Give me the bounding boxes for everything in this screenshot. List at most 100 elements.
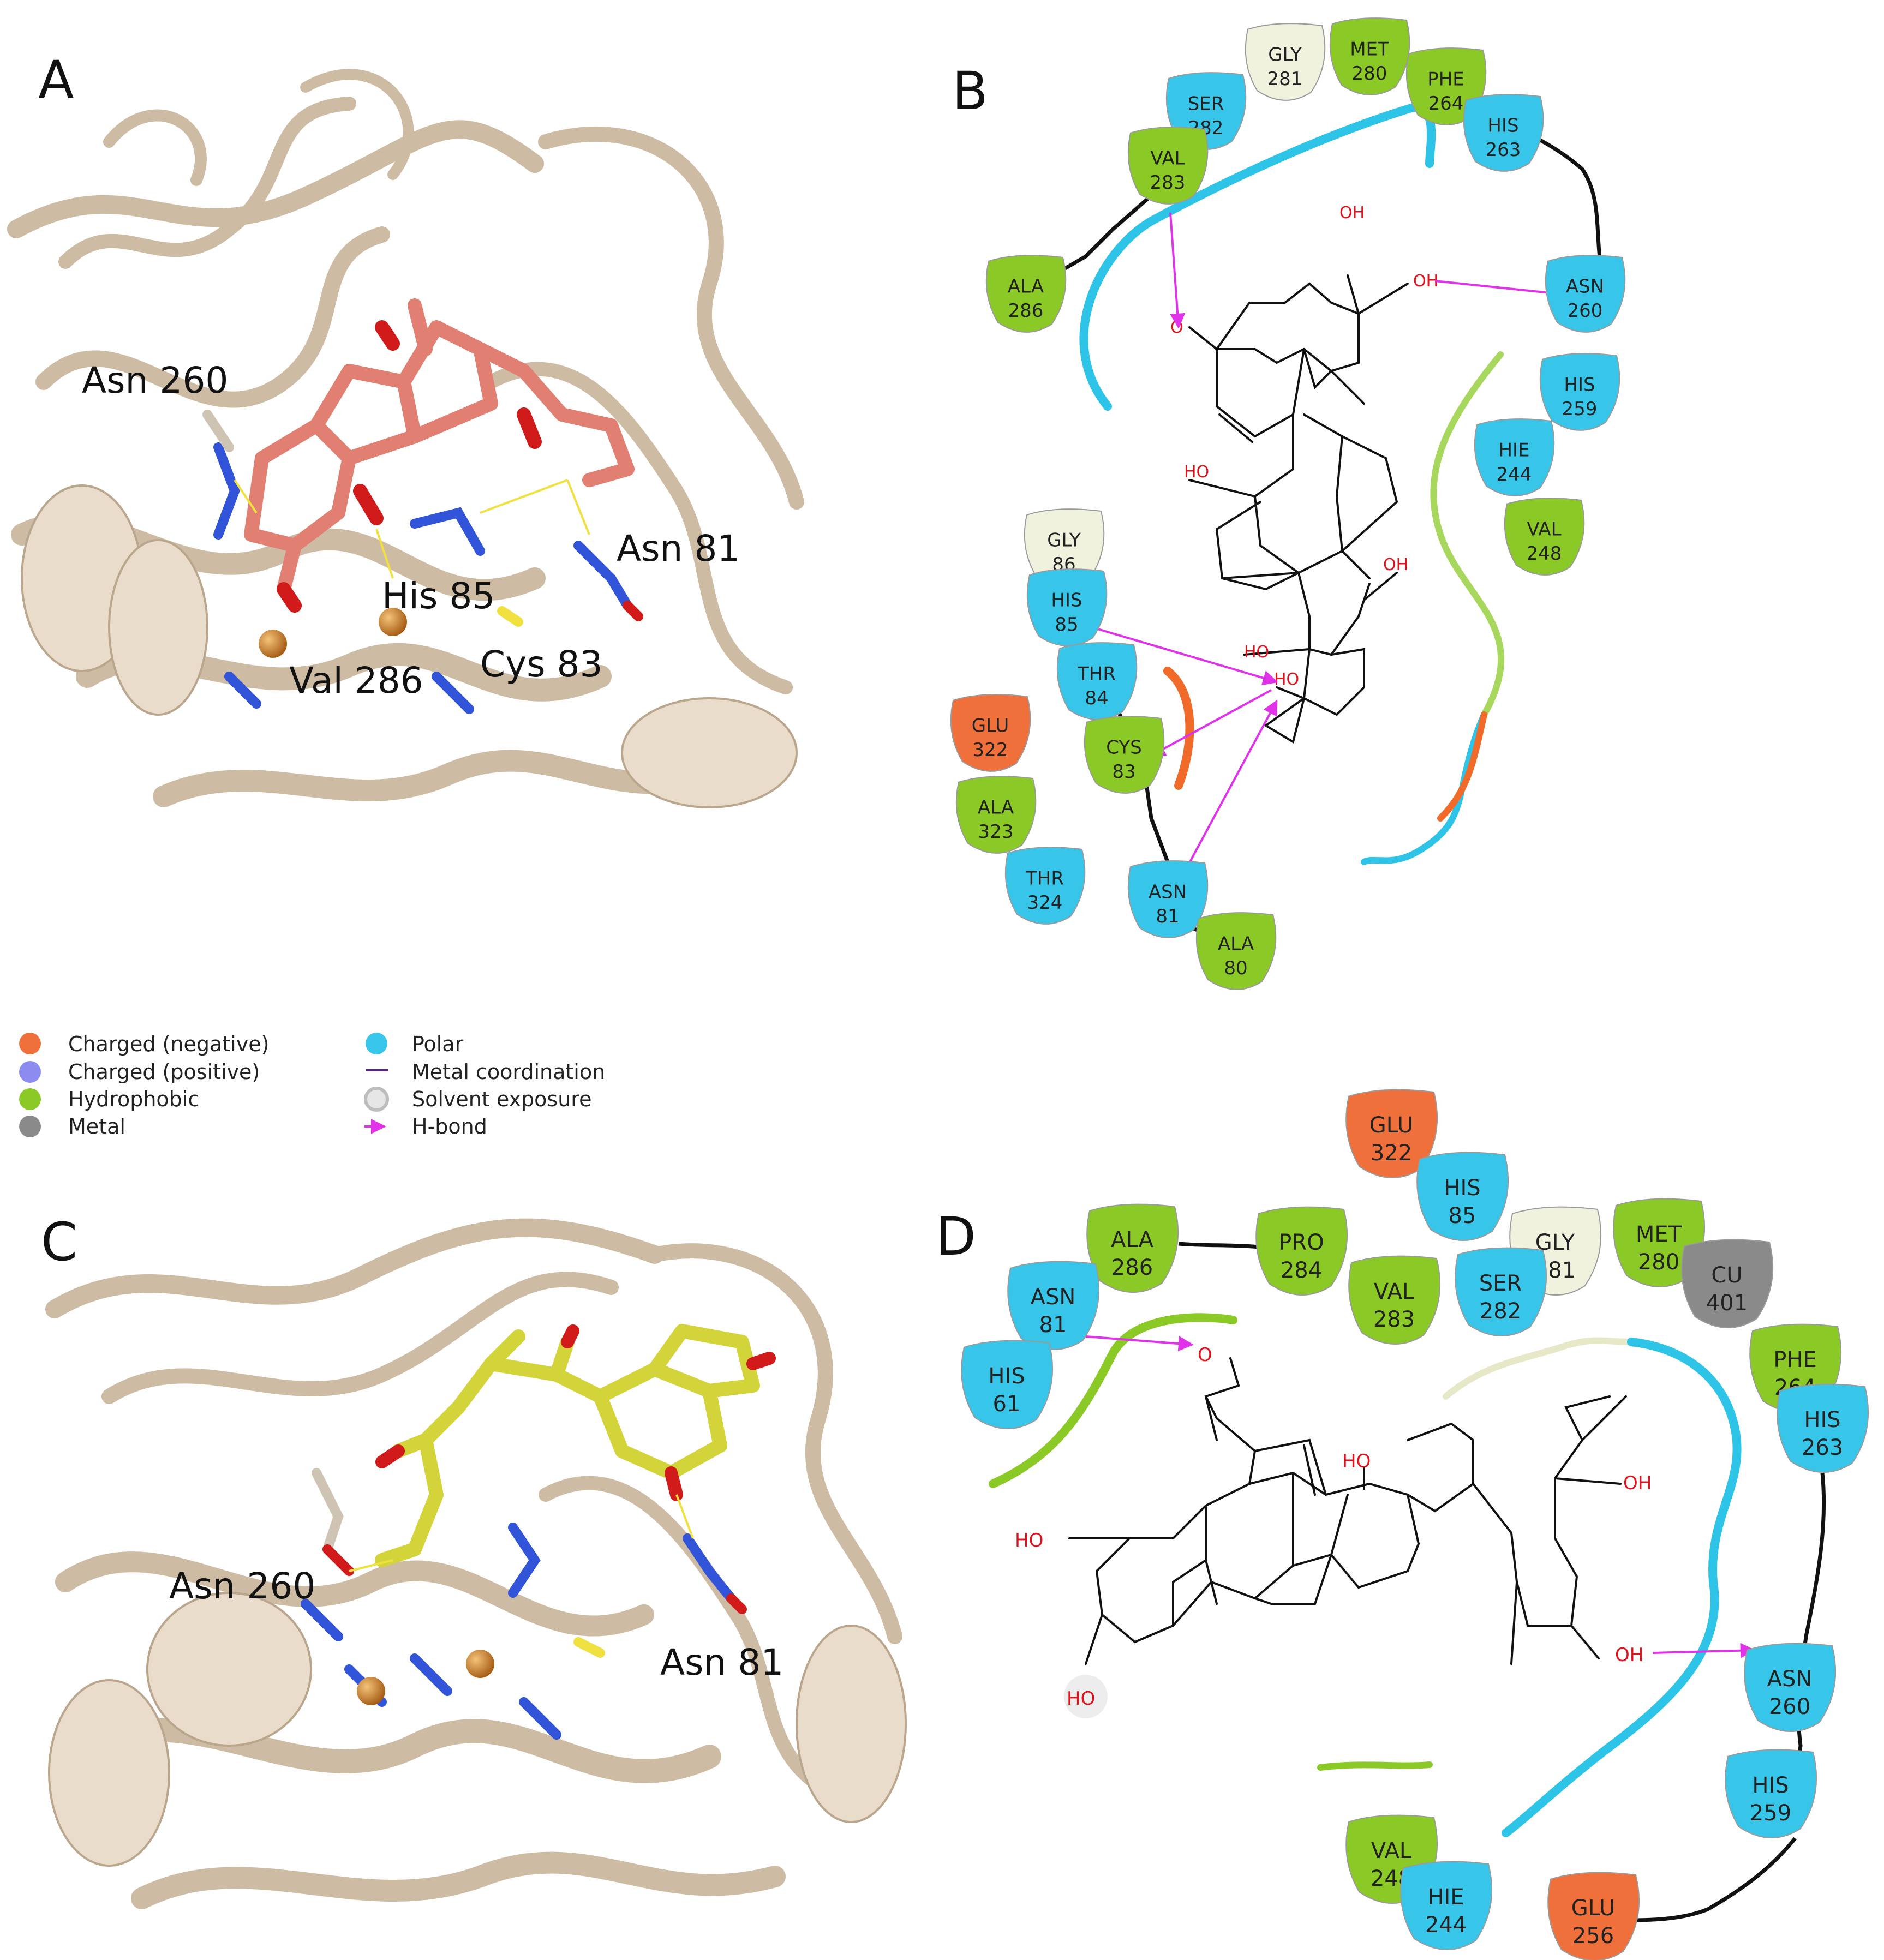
atom-ho-d2: HO: [1342, 1450, 1371, 1472]
residue-number: 282: [1480, 1299, 1521, 1324]
residue-name: ASN: [1566, 276, 1604, 298]
residue-shape: [1348, 1255, 1441, 1345]
label-asn81-a: Asn 81: [617, 528, 740, 570]
residue-name: HIS: [1752, 1773, 1789, 1798]
legend-label-solvent-exposure: Solvent exposure: [412, 1087, 591, 1111]
residue-shape: [1777, 1383, 1869, 1473]
residue-number: 281: [1267, 68, 1303, 90]
residue-name: GLY: [1268, 44, 1302, 66]
label-asn260-a: Asn 260: [82, 359, 228, 401]
legend-charged-negative: Charged (negative): [19, 1032, 269, 1056]
residue-name: GLU: [1369, 1113, 1414, 1138]
residue-name: GLY: [1047, 530, 1081, 552]
ligand-oxygens-c: [375, 1324, 776, 1501]
atom-o-d1: O: [1198, 1344, 1212, 1366]
panel-d: D: [936, 1089, 1869, 1960]
residue-name: CYS: [1106, 737, 1142, 759]
panel-letter-b: B: [952, 61, 988, 122]
residue-name: VAL: [1374, 1279, 1415, 1304]
legend-metal-coordination: Metal coordination: [366, 1060, 605, 1084]
side-chains-a: [202, 410, 643, 714]
ligand-structure-d: [1068, 1357, 1627, 1665]
residue-shape: [1329, 17, 1410, 95]
residue-shape: [1416, 1152, 1509, 1241]
residue-number: 84: [1085, 687, 1108, 709]
residue-name: ASN: [1149, 882, 1187, 903]
residue-number: 322: [973, 739, 1008, 761]
residue-shape: [1195, 912, 1277, 990]
h-bond-dashes-a: [234, 479, 590, 579]
atom-ho-b6: HO: [1244, 643, 1269, 662]
pocket-outline-d: [989, 1313, 1742, 1837]
ribbon-helix-a: [21, 484, 798, 808]
residue-name: ALA: [1111, 1227, 1154, 1252]
legend: Charged (negative) Charged (positive) Hy…: [19, 1032, 605, 1138]
residue-shape: [1255, 1206, 1348, 1296]
residue-number: 260: [1769, 1694, 1810, 1719]
residue-shape: [1455, 1247, 1547, 1336]
panel-letter-a: A: [38, 50, 74, 111]
residue-number: 259: [1750, 1801, 1791, 1826]
residue-name: MET: [1350, 39, 1389, 61]
residue-shape: [1539, 353, 1620, 431]
residue-shape: [961, 1340, 1054, 1429]
atom-ho-b4: HO: [1184, 463, 1209, 482]
legend-polar: Polar: [366, 1032, 464, 1056]
residue-number: 83: [1112, 761, 1135, 783]
label-asn260-c: Asn 260: [169, 1565, 315, 1607]
legend-charged-positive: Charged (positive): [19, 1060, 260, 1084]
residue-number: 324: [1027, 892, 1063, 914]
ligand-sticks-a: [244, 298, 635, 596]
legend-label-charged-positive: Charged (positive): [68, 1060, 260, 1084]
residue-number: 286: [1008, 300, 1044, 322]
legend-label-metal-coordination: Metal coordination: [412, 1060, 605, 1084]
atom-o-b3: O: [1170, 318, 1183, 337]
copper-ion-a1: [259, 630, 287, 658]
atom-oh-d6: OH: [1615, 1644, 1643, 1666]
copper-ion-c1: [357, 1677, 385, 1705]
residue-shape: [1127, 127, 1209, 205]
hbond-arrows-b: [1082, 212, 1568, 873]
residue-name: HIS: [988, 1364, 1025, 1389]
solvent-halo-d: [1064, 1675, 1108, 1718]
d-residue-his-259: HIS 259: [1725, 1749, 1817, 1838]
residue-name: ALA: [1218, 933, 1254, 955]
residue-name: HIS: [1564, 374, 1595, 396]
residue-number: 81: [1156, 906, 1179, 927]
residue-shape: [1056, 642, 1138, 720]
residue-number: 244: [1497, 464, 1532, 485]
residue-markers-d: GLU322HIS85ALA286PRO284GLY281MET280ASN81…: [961, 1089, 1869, 1960]
legend-label-hydrophobic: Hydrophobic: [68, 1087, 199, 1111]
residue-shape: [1744, 1643, 1837, 1732]
residue-name: THR: [1077, 663, 1116, 685]
atom-ho-d4: HO: [1015, 1530, 1043, 1551]
panel-letter-c: C: [41, 1212, 77, 1273]
atom-ho-b7: HO: [1274, 670, 1299, 689]
residue-name: PHE: [1773, 1347, 1816, 1372]
residue-shape: [1463, 94, 1544, 172]
residue-name: PHE: [1427, 69, 1464, 91]
h-bond-dashes-c: [349, 1494, 694, 1572]
ligand-structure-b: [1188, 274, 1409, 744]
residue-shape: [1725, 1749, 1817, 1838]
residue-name: THR: [1025, 868, 1064, 890]
residue-number: 263: [1802, 1435, 1843, 1460]
residue-number: 85: [1055, 614, 1078, 636]
pocket-outline-b: [1079, 103, 1504, 865]
residue-number: 244: [1425, 1913, 1467, 1938]
residue-shape: [1400, 1861, 1493, 1950]
